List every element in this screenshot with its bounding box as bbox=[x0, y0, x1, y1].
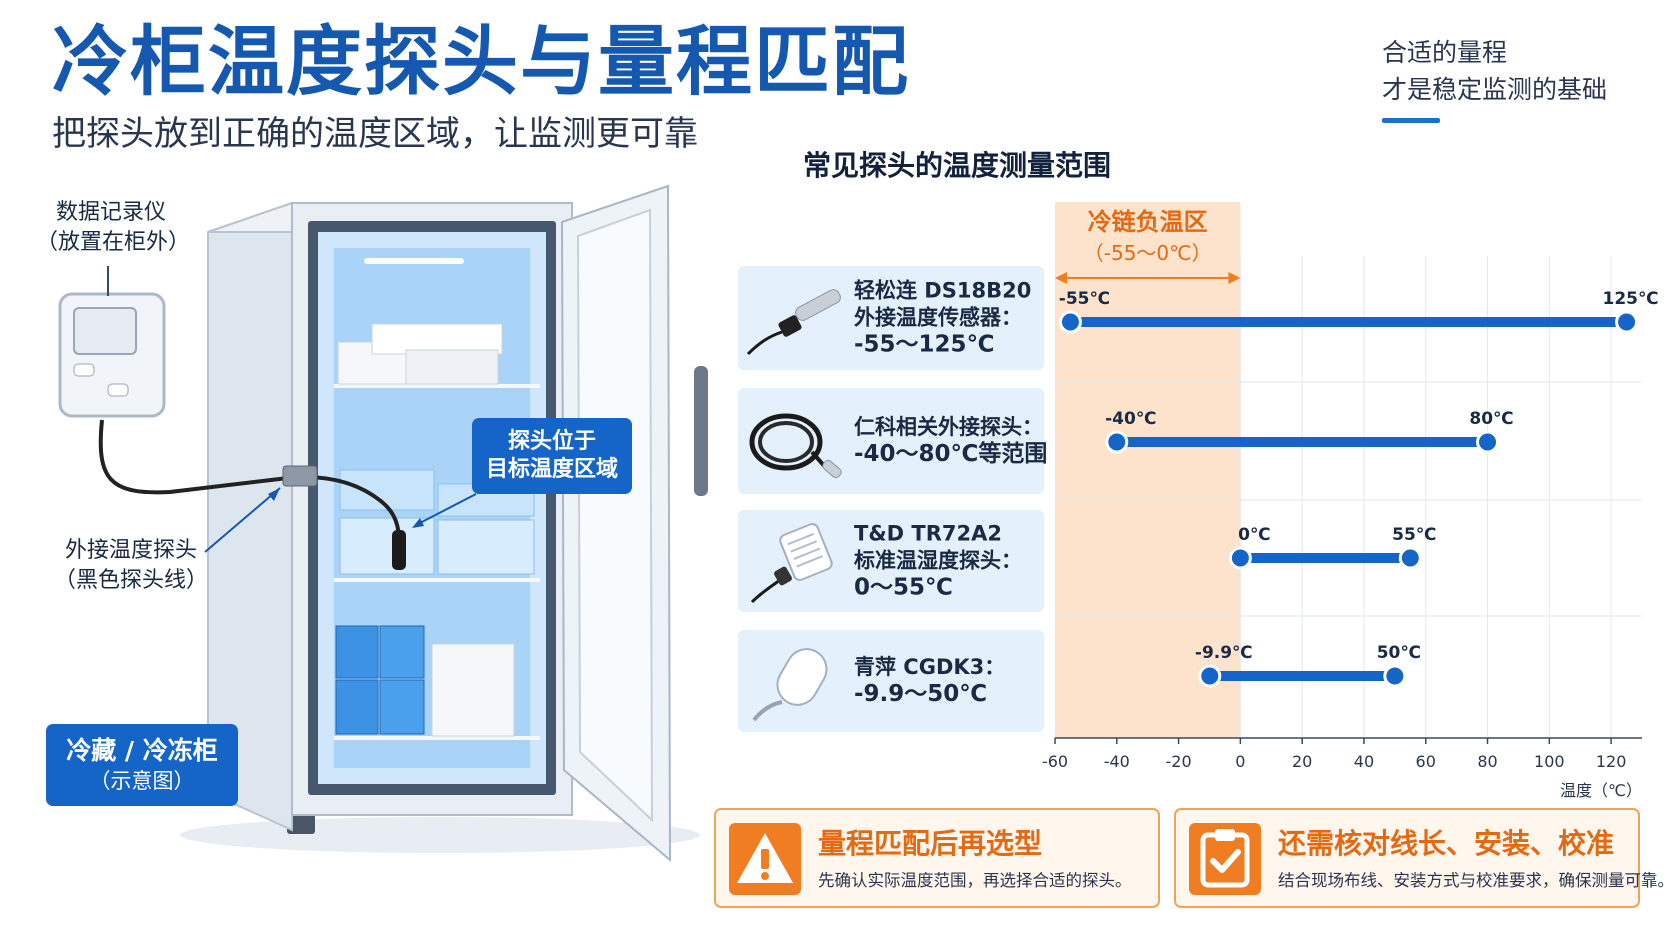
tagline-line-2: 才是稳定监测的基础 bbox=[1382, 75, 1608, 104]
range-low-label: 0℃ bbox=[1238, 525, 1270, 545]
stainless-probe-icon bbox=[746, 289, 841, 356]
data-logger-callout: 数据记录仪 （放置在柜外） bbox=[36, 198, 191, 258]
probe-target-line-1: 探头位于 bbox=[507, 429, 596, 454]
probe-range: -40～80℃等范围 bbox=[854, 441, 1048, 467]
x-tick-label: 80 bbox=[1477, 752, 1497, 771]
humidity-probe-icon bbox=[750, 523, 833, 604]
probe-label-line-2: （黑色探头线） bbox=[53, 568, 208, 593]
checklist-icon bbox=[1189, 823, 1261, 895]
probe-card-ds18b20: 轻松连 DS18B20 外接温度传感器： -55～125℃ bbox=[738, 266, 1044, 370]
range-low-dot bbox=[1198, 664, 1222, 688]
x-axis-label: 温度（℃） bbox=[1560, 781, 1642, 800]
tagline-accent-bar bbox=[1382, 118, 1440, 123]
zone-label: 冷链负温区 bbox=[1088, 208, 1208, 236]
zone-sublabel: （-55～0℃） bbox=[1084, 241, 1212, 265]
note-title: 量程匹配后再选型 bbox=[818, 827, 1043, 860]
x-tick-label: -20 bbox=[1166, 752, 1192, 771]
probe-cable bbox=[98, 419, 402, 561]
range-high-label: 80℃ bbox=[1469, 409, 1513, 429]
range-high-dot bbox=[1615, 310, 1639, 334]
probe-name: 轻松连 DS18B20 bbox=[854, 278, 1032, 303]
coiled-cable-probe-icon bbox=[749, 413, 842, 479]
zone-span-arrow bbox=[1055, 272, 1241, 284]
range-high-label: 125℃ bbox=[1603, 289, 1659, 309]
x-tick-label: 40 bbox=[1354, 752, 1374, 771]
range-low-dot bbox=[1228, 546, 1252, 570]
note-card-range-first: 量程匹配后再选型 先确认实际温度范围，再选择合适的探头。 bbox=[714, 808, 1160, 908]
x-tick-label: -60 bbox=[1042, 752, 1068, 771]
probe-type: 外接温度传感器： bbox=[854, 305, 1022, 330]
tagline: 合适的量程 才是稳定监测的基础 bbox=[1382, 34, 1607, 108]
note-desc: 先确认实际温度范围，再选择合适的探头。 bbox=[818, 871, 1132, 890]
door-handle-icon bbox=[694, 366, 708, 496]
note-desc: 结合现场布线、安装方式与校准要求，确保测量可靠。 bbox=[1278, 871, 1672, 890]
fridge-label-line-2: （示意图） bbox=[89, 769, 195, 793]
probe-card-cgdk3: 青萍 CGDK3： -9.9～50℃ bbox=[738, 630, 1044, 732]
x-tick-label: 0 bbox=[1235, 752, 1245, 771]
fridge-foot-icon bbox=[287, 812, 315, 834]
tagline-line-1: 合适的量程 bbox=[1382, 38, 1508, 67]
fridge-illustration bbox=[58, 184, 708, 863]
note-title: 还需核对线长、安装、校准 bbox=[1278, 827, 1615, 860]
note-card-verify: 还需核对线长、安装、校准 结合现场布线、安装方式与校准要求，确保测量可靠。 bbox=[1174, 808, 1672, 908]
rounded-sensor-icon bbox=[752, 648, 828, 722]
negative-temp-zone bbox=[1055, 202, 1241, 738]
section-title: 常见探头的温度测量范围 bbox=[803, 149, 1112, 182]
probe-range: -55～125℃ bbox=[854, 331, 995, 358]
range-high-dot bbox=[1476, 430, 1500, 454]
x-tick-label: 100 bbox=[1534, 752, 1565, 771]
range-high-label: 55℃ bbox=[1392, 525, 1436, 545]
range-low-label: -40℃ bbox=[1105, 409, 1156, 429]
external-probe-callout: 外接温度探头 （黑色探头线） bbox=[46, 536, 216, 596]
fridge-label-line-1: 冷藏 / 冷冻柜 bbox=[66, 736, 218, 765]
range-high-label: 50℃ bbox=[1377, 643, 1421, 663]
x-tick-label: -40 bbox=[1104, 752, 1130, 771]
range-low-dot bbox=[1058, 310, 1082, 334]
x-tick-label: 20 bbox=[1292, 752, 1312, 771]
probe-range: 0～55℃ bbox=[854, 574, 953, 601]
range-low-label: -55℃ bbox=[1059, 289, 1110, 309]
probe-tip-icon bbox=[392, 530, 406, 570]
probe-label-line-1: 外接温度探头 bbox=[64, 538, 197, 563]
probe-name: 仁科相关外接探头： bbox=[854, 415, 1043, 439]
probe-card-renke: 仁科相关外接探头： -40～80℃等范围 bbox=[738, 388, 1048, 494]
probe-name: 青萍 CGDK3： bbox=[854, 655, 1006, 679]
range-low-label: -9.9℃ bbox=[1195, 643, 1253, 663]
probe-target-callout: 探头位于 目标温度区域 bbox=[472, 418, 632, 494]
page-title: 冷柜温度探头与量程匹配 bbox=[52, 17, 910, 106]
range-low-dot bbox=[1105, 430, 1129, 454]
range-high-dot bbox=[1398, 546, 1422, 570]
warning-icon bbox=[729, 823, 801, 895]
probe-type: 标准温湿度探头： bbox=[854, 548, 1022, 573]
range-high-dot bbox=[1383, 664, 1407, 688]
probe-name: T&D TR72A2 bbox=[854, 521, 1002, 546]
probe-range: -9.9～50℃ bbox=[854, 681, 988, 707]
page-subtitle: 把探头放到正确的温度区域，让监测更可靠 bbox=[52, 114, 698, 154]
range-chart: 冷链负温区 （-55～0℃） -55℃ 125℃ -40℃ 80℃ 0℃ 55℃ -9.9℃… bbox=[1042, 202, 1659, 800]
fridge-label-badge: 冷藏 / 冷冻柜 （示意图） bbox=[46, 724, 238, 806]
logger-label-line-2: （放置在柜外） bbox=[36, 230, 191, 255]
x-tick-label: 60 bbox=[1416, 752, 1436, 771]
x-tick-label: 120 bbox=[1596, 752, 1627, 771]
probe-target-line-2: 目标温度区域 bbox=[485, 457, 618, 482]
logger-label-line-1: 数据记录仪 bbox=[55, 200, 166, 225]
probe-card-tr72a2: T&D TR72A2 标准温湿度探头： 0～55℃ bbox=[738, 510, 1044, 612]
